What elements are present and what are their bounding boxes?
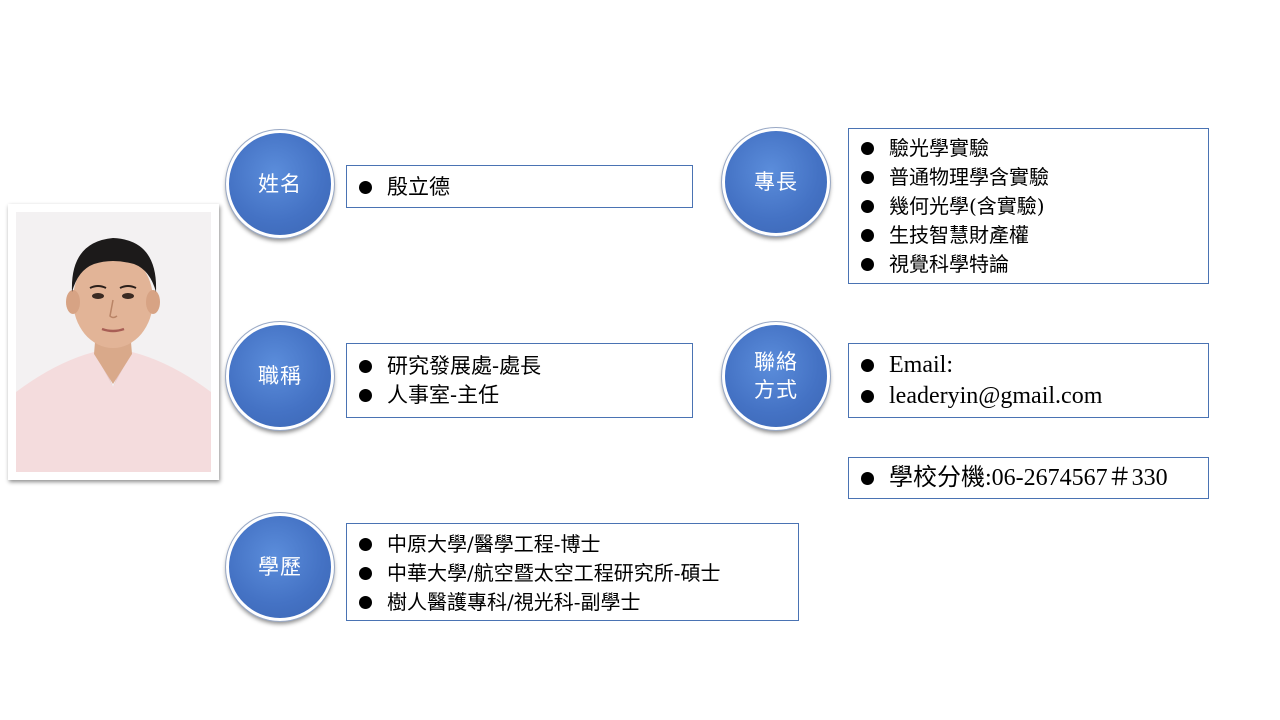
contact-item: leaderyin@gmail.com xyxy=(849,381,1208,412)
expertise-item-text: 普通物理學含實驗 xyxy=(889,165,1049,189)
title-box: 研究發展處-處長 人事室-主任 xyxy=(346,343,693,418)
bullet-icon xyxy=(359,566,372,580)
expertise-item: 幾何光學(含實驗) xyxy=(849,192,1208,221)
education-item-text: 樹人醫護專科/視光科-副學士 xyxy=(387,590,641,614)
education-label: 學歷 xyxy=(258,555,302,579)
education-item-text: 中華大學/航空暨太空工程研究所-碩士 xyxy=(387,561,721,585)
name-value: 殷立德 xyxy=(387,175,450,199)
contact-email-label: Email: xyxy=(889,352,953,378)
contact-email-address: leaderyin@gmail.com xyxy=(889,383,1103,409)
bullet-icon xyxy=(861,257,874,271)
bullet-icon xyxy=(861,471,874,485)
profile-photo-frame xyxy=(8,204,219,480)
name-value-item: 殷立德 xyxy=(347,174,692,201)
bullet-icon xyxy=(359,537,372,551)
contact-label: 聯絡 方式 xyxy=(754,350,798,402)
education-item: 中華大學/航空暨太空工程研究所-碩士 xyxy=(347,559,798,588)
expertise-item-text: 視覺科學特論 xyxy=(889,252,1009,276)
name-box: 殷立德 xyxy=(346,165,693,208)
expertise-item: 視覺科學特論 xyxy=(849,250,1208,279)
profile-photo xyxy=(16,212,211,472)
bullet-icon xyxy=(861,141,874,155)
contact-label-circle: 聯絡 方式 xyxy=(722,322,830,430)
contact-extension: 學校分機:06-2674567＃330 xyxy=(889,465,1168,491)
name-label: 姓名 xyxy=(258,172,302,196)
expertise-item: 普通物理學含實驗 xyxy=(849,163,1208,192)
contact-extension-box: 學校分機:06-2674567＃330 xyxy=(848,457,1209,499)
title-item-text: 人事室-主任 xyxy=(387,383,500,407)
education-item-text: 中原大學/醫學工程-博士 xyxy=(387,532,601,556)
name-label-circle: 姓名 xyxy=(226,130,334,238)
expertise-item-text: 生技智慧財產權 xyxy=(889,223,1029,247)
bullet-icon xyxy=(861,358,874,372)
education-item: 樹人醫護專科/視光科-副學士 xyxy=(347,588,798,617)
bullet-icon xyxy=(359,359,372,373)
title-label-circle: 職稱 xyxy=(226,322,334,430)
education-label-circle: 學歷 xyxy=(226,513,334,621)
title-label: 職稱 xyxy=(258,364,302,388)
bullet-icon xyxy=(861,228,874,242)
contact-extension-item: 學校分機:06-2674567＃330 xyxy=(849,463,1208,494)
education-item: 中原大學/醫學工程-博士 xyxy=(347,530,798,559)
title-item: 人事室-主任 xyxy=(347,381,692,410)
bullet-icon xyxy=(359,388,372,402)
bullet-icon xyxy=(359,595,372,609)
expertise-label: 專長 xyxy=(754,170,798,194)
bullet-icon xyxy=(861,199,874,213)
expertise-box: 驗光學實驗 普通物理學含實驗 幾何光學(含實驗) 生技智慧財產權 視覺科學特論 xyxy=(848,128,1209,284)
expertise-label-circle: 專長 xyxy=(722,128,830,236)
bullet-icon xyxy=(861,170,874,184)
title-item-text: 研究發展處-處長 xyxy=(387,354,542,378)
expertise-item-text: 驗光學實驗 xyxy=(889,136,989,160)
expertise-item-text: 幾何光學(含實驗) xyxy=(889,194,1045,218)
bullet-icon xyxy=(861,389,874,403)
contact-item: Email: xyxy=(849,350,1208,381)
bullet-icon xyxy=(359,180,372,194)
title-item: 研究發展處-處長 xyxy=(347,352,692,381)
expertise-item: 驗光學實驗 xyxy=(849,134,1208,163)
contact-box: Email: leaderyin@gmail.com xyxy=(848,343,1209,418)
education-box: 中原大學/醫學工程-博士 中華大學/航空暨太空工程研究所-碩士 樹人醫護專科/視… xyxy=(346,523,799,621)
expertise-item: 生技智慧財產權 xyxy=(849,221,1208,250)
